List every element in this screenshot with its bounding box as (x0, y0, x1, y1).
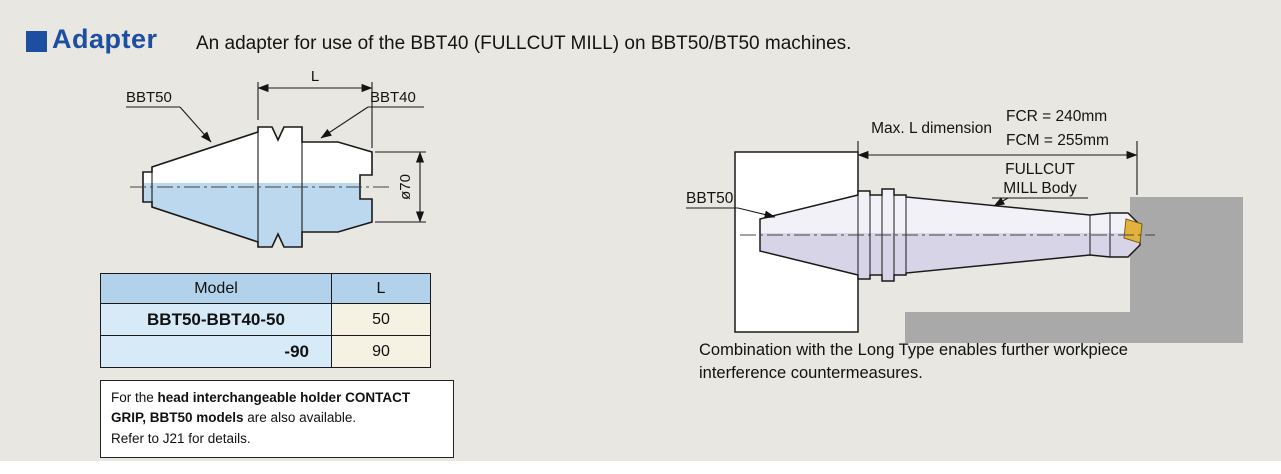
application-drawing: Max. L dimension FCR = 240mm FCM = 255mm… (686, 108, 1243, 343)
page-bottom-margin (0, 461, 1281, 474)
dia-dimension-label: ø70 (397, 174, 414, 200)
fcm-value: FCM = 255mm (1006, 132, 1109, 149)
section-marker-square (26, 31, 47, 52)
model-cell: -90 (100, 335, 332, 368)
col-header-model: Model (100, 273, 332, 304)
bbt50-leader (179, 106, 212, 143)
fullcut-leader (993, 197, 1009, 207)
bbt40-leader (320, 106, 369, 139)
l-dimension-label: L (311, 70, 319, 85)
section-description: An adapter for use of the BBT40 (FULLCUT… (196, 33, 852, 54)
workpiece (905, 197, 1243, 343)
bbt50-leader (737, 207, 776, 219)
model-cell: BBT50-BBT40-50 (100, 303, 332, 336)
l-value-cell: 90 (331, 335, 431, 368)
spec-table: Model L BBT50-BBT40-50 50 -90 90 (100, 273, 431, 368)
note-text-bold: head interchangeable holder CONTACT GRIP… (111, 390, 411, 426)
application-caption: Combination with the Long Type enables f… (699, 341, 1128, 383)
table-header-row: Model L (100, 273, 431, 304)
section-title: Adapter (52, 24, 158, 54)
table-row: -90 90 (100, 335, 431, 368)
cutting-insert (1123, 218, 1143, 244)
bbt50-label: BBT50 (686, 190, 734, 207)
bbt50-label: BBT50 (126, 89, 172, 106)
maxl-dimension-label: Max. L dimension (871, 120, 992, 137)
note-text-pre: For the (111, 390, 158, 405)
col-header-l: L (331, 273, 431, 304)
note-text-line2: Refer to J21 for details. (111, 430, 251, 446)
note-text-post: are also available. (243, 410, 357, 426)
bbt40-label: BBT40 (370, 89, 416, 106)
fullcut-label-line1: FULLCUT (1005, 161, 1075, 178)
table-row: BBT50-BBT40-50 50 (100, 303, 431, 336)
fullcut-label-line2: MILL Body (1003, 180, 1077, 197)
adapter-dimension-drawing: L ø70 BBT50 BBT40 (126, 70, 426, 248)
fcr-value: FCR = 240mm (1006, 108, 1107, 125)
availability-note: For the head interchangeable holder CONT… (100, 380, 454, 458)
l-value-cell: 50 (331, 303, 431, 336)
